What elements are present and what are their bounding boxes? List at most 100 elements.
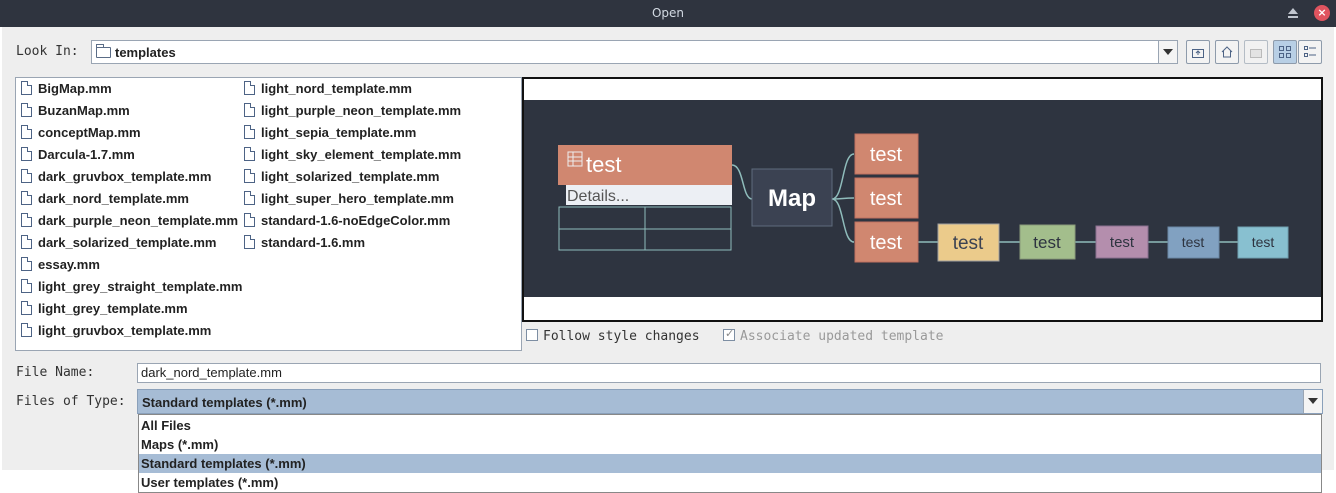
dropdown-option[interactable]: Maps (*.mm) — [141, 437, 219, 452]
look-in-combo[interactable]: templates — [91, 40, 1178, 64]
dropdown-option-selected[interactable]: Standard templates (*.mm) — [139, 454, 1321, 473]
file-icon — [21, 323, 32, 337]
file-name-input[interactable]: dark_nord_template.mm — [137, 363, 1321, 383]
map-node-label: test — [1110, 234, 1135, 251]
list-item[interactable]: dark_solarized_template.mm — [21, 234, 216, 252]
home-button[interactable] — [1215, 40, 1239, 64]
list-item[interactable]: BigMap.mm — [21, 80, 112, 98]
file-icon — [244, 103, 255, 117]
list-item[interactable]: Darcula-1.7.mm — [21, 146, 135, 164]
list-item[interactable]: light_grey_straight_template.mm — [21, 278, 242, 296]
close-icon[interactable]: × — [1314, 5, 1330, 21]
map-node-label: test — [586, 152, 621, 177]
checkbox-icon[interactable] — [526, 329, 538, 341]
associate-template-checkbox[interactable]: Associate updated template — [723, 327, 944, 344]
title-bar: Open × — [0, 0, 1336, 27]
list-item[interactable]: light_nord_template.mm — [244, 80, 412, 98]
list-view-button[interactable] — [1273, 40, 1297, 64]
mind-map-preview: test Details... Map test test test test … — [524, 100, 1321, 297]
details-box — [566, 185, 732, 205]
new-folder-button[interactable] — [1244, 40, 1268, 64]
list-view-icon — [1279, 46, 1291, 58]
template-preview: test Details... Map test test test test … — [522, 77, 1323, 322]
list-item[interactable]: light_gruvbox_template.mm — [21, 322, 211, 340]
map-node — [1019, 224, 1076, 260]
home-icon — [1221, 46, 1233, 58]
file-icon — [244, 235, 255, 249]
attribute-table — [558, 206, 732, 251]
file-icon — [244, 147, 255, 161]
file-icon — [244, 81, 255, 95]
files-of-type-combo[interactable]: Standard templates (*.mm) — [137, 389, 1323, 414]
map-node-left — [558, 145, 732, 185]
chevron-down-icon[interactable] — [1303, 390, 1322, 413]
map-node-label: test — [953, 233, 984, 254]
file-icon — [244, 169, 255, 183]
list-item[interactable]: light_super_hero_template.mm — [244, 190, 454, 208]
file-icon — [21, 213, 32, 227]
list-item[interactable]: dark_purple_neon_template.mm — [21, 212, 238, 230]
file-type-dropdown[interactable]: All Files Maps (*.mm) Standard templates… — [138, 414, 1322, 493]
map-node — [1237, 226, 1289, 259]
open-dialog: Look In: templates BigMap.mm BuzanMap.mm… — [2, 27, 1334, 470]
map-node — [1095, 225, 1149, 259]
file-icon — [21, 235, 32, 249]
window-title: Open — [651, 6, 685, 20]
file-icon — [21, 147, 32, 161]
map-node-label: test — [1033, 233, 1061, 252]
new-folder-icon — [1250, 49, 1262, 58]
map-edges — [731, 153, 1238, 243]
file-icon — [21, 103, 32, 117]
file-icon — [244, 213, 255, 227]
file-list[interactable]: BigMap.mm BuzanMap.mm conceptMap.mm Darc… — [15, 77, 522, 351]
map-node — [854, 133, 919, 175]
file-icon — [244, 191, 255, 205]
table-icon — [567, 151, 583, 167]
list-item[interactable]: BuzanMap.mm — [21, 102, 130, 120]
file-icon — [21, 301, 32, 315]
list-item[interactable]: dark_gruvbox_template.mm — [21, 168, 211, 186]
look-in-label: Look In: — [16, 44, 79, 59]
look-in-value: templates — [115, 45, 176, 60]
folder-icon — [96, 44, 111, 58]
list-item[interactable]: dark_nord_template.mm — [21, 190, 189, 208]
list-item[interactable]: standard-1.6-noEdgeColor.mm — [244, 212, 450, 230]
minimize-icon[interactable] — [1288, 8, 1298, 18]
root-node-label: Map — [768, 185, 816, 212]
list-item[interactable]: conceptMap.mm — [21, 124, 141, 142]
dropdown-option[interactable]: User templates (*.mm) — [141, 475, 279, 490]
file-name-label: File Name: — [16, 365, 95, 380]
list-item[interactable]: light_sepia_template.mm — [244, 124, 416, 142]
list-item[interactable]: light_purple_neon_template.mm — [244, 102, 461, 120]
map-node-label: test — [870, 144, 903, 166]
map-node — [1167, 226, 1220, 259]
map-node-label: test — [870, 188, 903, 210]
map-node — [937, 223, 1000, 262]
file-icon — [244, 125, 255, 139]
details-text: Details... — [567, 188, 629, 205]
list-item[interactable]: light_grey_template.mm — [21, 300, 188, 318]
map-node-label: test — [1182, 234, 1205, 250]
up-one-level-button[interactable] — [1186, 40, 1210, 64]
file-icon — [21, 257, 32, 271]
details-view-icon — [1304, 46, 1316, 57]
details-view-button[interactable] — [1298, 40, 1322, 64]
file-icon — [21, 279, 32, 293]
files-of-type-label: Files of Type: — [16, 394, 126, 409]
checkbox-checked-icon[interactable] — [723, 327, 735, 341]
up-folder-icon — [1192, 49, 1204, 58]
root-node — [751, 168, 833, 227]
chevron-down-icon[interactable] — [1158, 41, 1177, 63]
list-item[interactable]: light_sky_element_template.mm — [244, 146, 461, 164]
list-item[interactable]: light_solarized_template.mm — [244, 168, 439, 186]
map-node-label: test — [1252, 234, 1275, 250]
follow-style-checkbox[interactable]: Follow style changes — [526, 329, 700, 344]
dropdown-option[interactable]: All Files — [141, 418, 191, 433]
file-icon — [21, 125, 32, 139]
file-icon — [21, 191, 32, 205]
list-item[interactable]: essay.mm — [21, 256, 100, 274]
list-item[interactable]: standard-1.6.mm — [244, 234, 365, 252]
map-node-label: test — [870, 232, 903, 254]
map-node — [854, 177, 919, 219]
file-icon — [21, 81, 32, 95]
